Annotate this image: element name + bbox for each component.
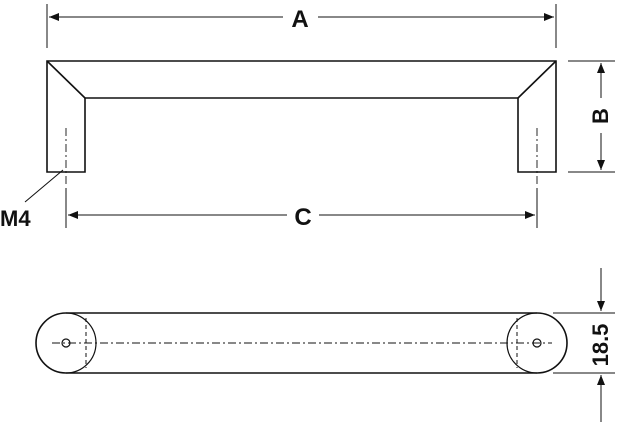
handle-outer-outline <box>46 60 557 173</box>
thread-label: M4 <box>0 206 31 231</box>
dimension-height <box>553 268 615 422</box>
dim-c-label: C <box>294 204 311 231</box>
dimension-a <box>46 4 557 48</box>
dim-a-label: A <box>291 6 308 33</box>
front-view <box>46 60 557 184</box>
left-miter-line <box>46 60 86 99</box>
dim-b-label: B <box>588 108 613 124</box>
top-view <box>35 312 568 374</box>
thread-callout <box>24 169 64 203</box>
dim-height-label: 18.5 <box>588 324 613 367</box>
dimension-b <box>568 60 615 173</box>
dimension-c <box>65 188 538 228</box>
thread-leader-line <box>24 169 64 203</box>
right-miter-line <box>517 60 557 99</box>
